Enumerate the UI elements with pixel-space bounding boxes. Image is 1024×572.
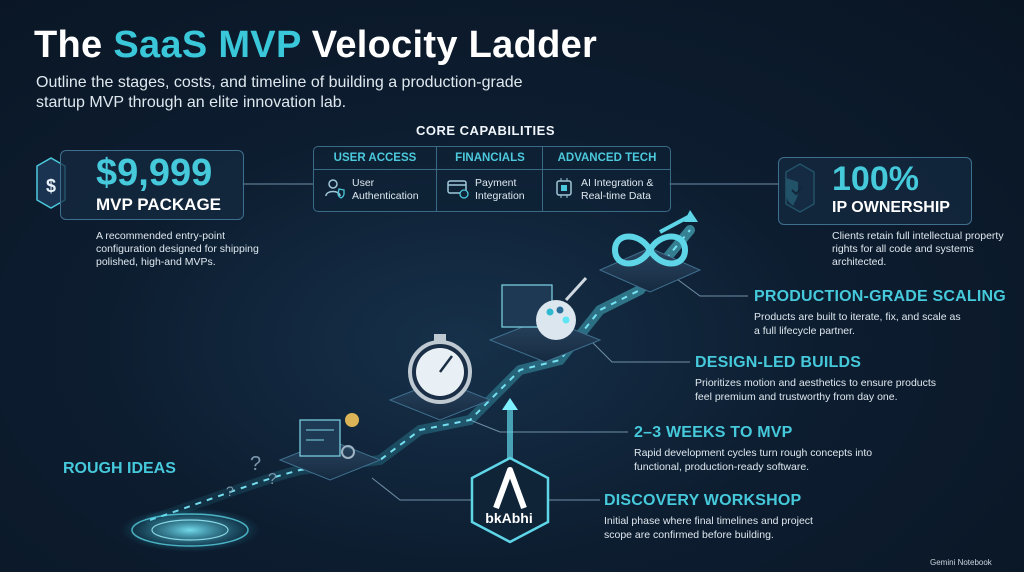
svg-text:?: ? <box>268 471 277 488</box>
brand-name: bkAbhi <box>485 510 533 526</box>
capability-text: AI Integration &Real-time Data <box>581 177 654 202</box>
chip-icon <box>556 178 572 198</box>
stage-weeks-description: Rapid development cycles turn rough conc… <box>634 447 873 473</box>
svg-text:?: ? <box>226 483 234 499</box>
stage-design-description: Prioritizes motion and aesthetics to ens… <box>695 377 937 403</box>
page-title: The SaaS MVP Velocity Ladder <box>34 24 598 66</box>
capability-heading: FINANCIALS <box>437 147 543 170</box>
stage-discovery-title: DISCOVERY WORKSHOP <box>604 492 802 509</box>
platform-discovery <box>278 413 382 481</box>
stage-discovery-description: Initial phase where final timelines and … <box>604 515 813 541</box>
credit-label: Gemini Notebook <box>930 558 992 567</box>
swirl-vortex: ? ? ? <box>120 453 277 552</box>
package-card <box>60 150 244 220</box>
upward-arrow <box>502 398 518 468</box>
stage-weeks-title: 2–3 WEEKS TO MVP <box>634 424 793 441</box>
capability-heading: USER ACCESS <box>314 147 436 170</box>
platform-scaling <box>598 210 702 293</box>
ownership-card <box>778 157 972 225</box>
package-description: A recommended entry-point configuration … <box>96 230 259 268</box>
capability-advanced-tech: ADVANCED TECH AI Integration &Real-time … <box>542 147 671 211</box>
glow-path <box>145 225 695 525</box>
svg-text:$: $ <box>46 176 56 196</box>
rough-ideas-label: ROUGH IDEAS <box>63 460 176 477</box>
brand-logo-icon <box>470 456 550 544</box>
credit-card-icon <box>447 180 469 199</box>
stage-scaling-description: Products are built to iterate, fix, and … <box>754 311 961 337</box>
capability-heading: ADVANCED TECH <box>543 147 671 170</box>
ownership-label: IP OWNERSHIP <box>832 199 950 216</box>
package-label: MVP PACKAGE <box>96 195 222 214</box>
stage-scaling-title: PRODUCTION-GRADE SCALING <box>754 288 1006 305</box>
platform-weeks <box>388 334 492 421</box>
user-shield-icon <box>325 179 345 199</box>
package-price: $9,999 <box>96 152 213 194</box>
stage-design-title: DESIGN-LED BUILDS <box>695 354 862 371</box>
ownership-value: 100% <box>832 160 919 198</box>
page-subtitle: Outline the stages, costs, and timeline … <box>36 74 523 111</box>
svg-text:?: ? <box>250 453 261 475</box>
platform-design <box>488 276 602 363</box>
capabilities-title: CORE CAPABILITIES <box>416 123 555 138</box>
ownership-description: Clients retain full intellectual propert… <box>832 230 1004 268</box>
